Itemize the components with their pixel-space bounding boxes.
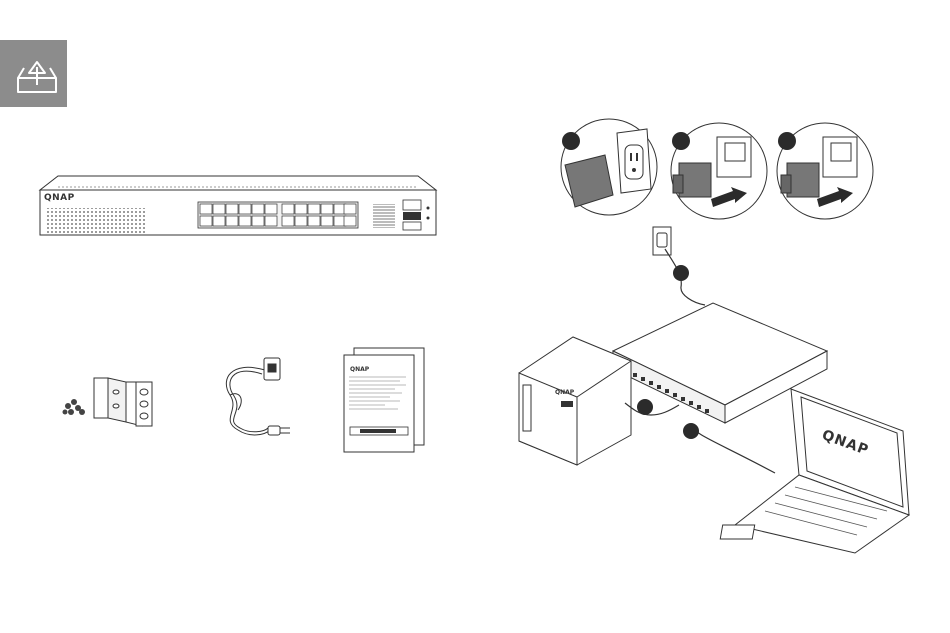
installation-diagram: QNAP QNAP (505, 115, 945, 555)
quick-installation-guide: QNAP (340, 345, 430, 455)
wall-outlet (653, 227, 671, 255)
network-switch-front-view: QNAP (38, 170, 438, 240)
nas-brand-label: QNAP (555, 389, 574, 396)
guide-brand-label: QNAP (350, 366, 369, 373)
section-header-icon (0, 40, 67, 107)
laptop (720, 389, 909, 553)
power-cord (210, 350, 300, 450)
unbox-icon (0, 40, 67, 107)
switch-brand-label: QNAP (44, 193, 75, 203)
rack-mount-kit (58, 368, 158, 438)
nas-device (519, 337, 631, 465)
